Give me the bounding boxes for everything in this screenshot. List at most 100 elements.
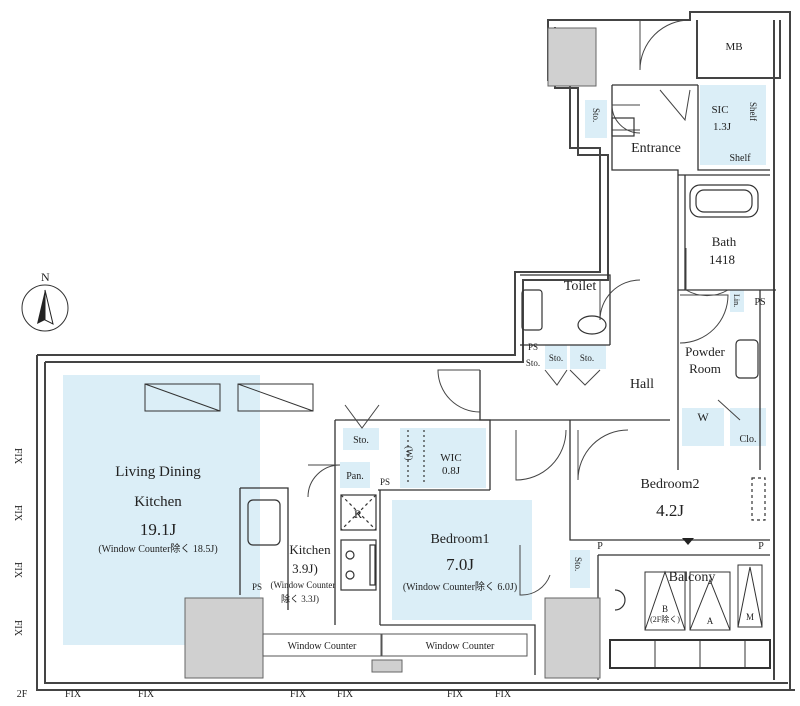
ps-kitchen-label: PS bbox=[380, 477, 390, 487]
fix-bottom-6: FIX bbox=[495, 689, 512, 700]
ps-toilet-label: PS bbox=[528, 342, 538, 352]
ldk-size: 19.1J bbox=[140, 520, 177, 539]
wic-side: (W) bbox=[404, 446, 414, 461]
sto-hall1-label: Sto. bbox=[549, 353, 563, 363]
balcony-units bbox=[609, 564, 771, 669]
balcony-b-note: (2F除く) bbox=[650, 614, 680, 624]
column-balcony bbox=[544, 597, 601, 679]
balcony-name: Balcony bbox=[669, 570, 716, 585]
ldk-name-1: Living Dining bbox=[115, 464, 201, 480]
balcony-b-label: B bbox=[662, 604, 668, 614]
bedroom2-size: 4.2J bbox=[656, 501, 684, 520]
fix-bottom-4: FIX bbox=[337, 689, 354, 700]
fix-left-2: FIX bbox=[12, 505, 23, 522]
closet-label: Clo. bbox=[740, 434, 757, 445]
refrigerator bbox=[340, 494, 377, 531]
pantry-fill bbox=[340, 462, 370, 488]
window-counter-left-label: Window Counter bbox=[288, 641, 357, 652]
sto-bed1-fill bbox=[570, 550, 590, 588]
room-fills bbox=[63, 85, 766, 645]
fix-labels-bottom: FIX FIX FIX FIX FIX FIX 2F bbox=[17, 689, 512, 700]
shelf-vertical-label: Shelf bbox=[748, 102, 758, 121]
triangle-marker-icon bbox=[682, 538, 694, 545]
fix-bottom-5: FIX bbox=[447, 689, 464, 700]
fix-left-3: FIX bbox=[12, 562, 23, 579]
ldk-note: (Window Counter除く 18.5J) bbox=[98, 542, 217, 555]
window-counter-left bbox=[262, 633, 382, 657]
compass: N bbox=[21, 270, 69, 332]
fix-bottom-2: FIX bbox=[138, 689, 155, 700]
balcony-a-label: A bbox=[707, 616, 714, 626]
toilet-bowl bbox=[577, 315, 607, 335]
window-counter-right-label: Window Counter bbox=[426, 641, 495, 652]
room-labels: Living Dining Kitchen 19.1J (Window Coun… bbox=[98, 104, 736, 604]
fix-labels-left: FIX FIX FIX FIX bbox=[12, 448, 23, 637]
pantry-label: Pan. bbox=[346, 471, 364, 482]
linen-fill bbox=[730, 290, 744, 312]
bedroom1-fill bbox=[392, 500, 532, 620]
wic-size: 0.8J bbox=[442, 465, 461, 477]
bedroom1-name: Bedroom1 bbox=[430, 532, 489, 547]
balcony-m-label: M bbox=[746, 612, 754, 622]
sto-bed1-label: Sto. bbox=[573, 557, 583, 571]
columns bbox=[184, 27, 601, 679]
column-entrance bbox=[547, 27, 597, 87]
interior-walls bbox=[239, 84, 776, 680]
fix-bottom-3: FIX bbox=[290, 689, 307, 700]
wic-fill bbox=[400, 428, 486, 488]
kitchen-sink bbox=[247, 499, 281, 546]
north-arrow-icon bbox=[37, 290, 45, 324]
p-right-label: P bbox=[758, 541, 764, 552]
refrigerator-label: R bbox=[354, 507, 362, 521]
bath-size: 1418 bbox=[709, 252, 735, 267]
stove bbox=[340, 539, 377, 591]
sto-toilet-label: Sto. bbox=[526, 358, 540, 368]
linen-label: Lin. bbox=[732, 294, 741, 307]
kitchen-note-1: (Window Counter bbox=[271, 580, 336, 590]
small-labels: MB Sto. Shelf Shelf Sto. Pan. PS R Sto. … bbox=[252, 41, 766, 652]
shoe-cabinet bbox=[611, 117, 635, 137]
shelf-label: Shelf bbox=[729, 153, 751, 164]
fix-left-4: FIX bbox=[12, 620, 23, 637]
sto-kitchen-fill bbox=[343, 428, 379, 450]
wic-name: WIC bbox=[440, 452, 461, 464]
kitchen-note-2: 除く 3.3J) bbox=[281, 593, 319, 604]
washer-fill bbox=[682, 408, 724, 446]
floor-mark: 2F bbox=[17, 689, 28, 700]
washer-label: W bbox=[697, 410, 709, 424]
sto-entrance-label: Sto. bbox=[591, 108, 601, 122]
window-counters bbox=[262, 633, 528, 657]
sto-kitchen-label: Sto. bbox=[353, 435, 369, 446]
fix-bottom-1: FIX bbox=[65, 689, 82, 700]
fix-left-1: FIX bbox=[12, 448, 23, 465]
sto-hall2-label: Sto. bbox=[580, 353, 594, 363]
doors bbox=[307, 19, 741, 596]
fixtures bbox=[247, 117, 766, 611]
mb-label: MB bbox=[725, 41, 742, 53]
powder-name-2: Room bbox=[689, 361, 721, 376]
kitchen-name: Kitchen bbox=[289, 542, 331, 557]
bathtub bbox=[689, 184, 759, 218]
sto-hall1-fill bbox=[545, 345, 567, 369]
ldk-name-2: Kitchen bbox=[134, 494, 182, 510]
window-counter-right bbox=[381, 633, 528, 657]
upper-windows bbox=[144, 383, 314, 412]
powder-name-1: Powder bbox=[685, 344, 725, 359]
toilet-name: Toilet bbox=[564, 279, 597, 294]
north-label: N bbox=[41, 270, 50, 284]
bedroom1-note: (Window Counter除く 6.0J) bbox=[403, 580, 517, 593]
ps-powder-label: PS bbox=[754, 297, 765, 308]
kitchen-size: 3.9J) bbox=[292, 561, 318, 576]
entrance-name: Entrance bbox=[631, 141, 681, 156]
sto-entrance-fill bbox=[585, 100, 607, 138]
bedroom2-name: Bedroom2 bbox=[640, 477, 699, 492]
bath-name: Bath bbox=[712, 234, 737, 249]
p-left-label: P bbox=[597, 541, 603, 552]
sic-fill bbox=[700, 85, 766, 165]
column-bottom bbox=[371, 659, 403, 673]
washbasin bbox=[735, 339, 759, 379]
ps-ldk-label: PS bbox=[252, 582, 262, 592]
column-kitchen bbox=[184, 597, 264, 679]
sto-hall2-fill bbox=[570, 345, 606, 369]
